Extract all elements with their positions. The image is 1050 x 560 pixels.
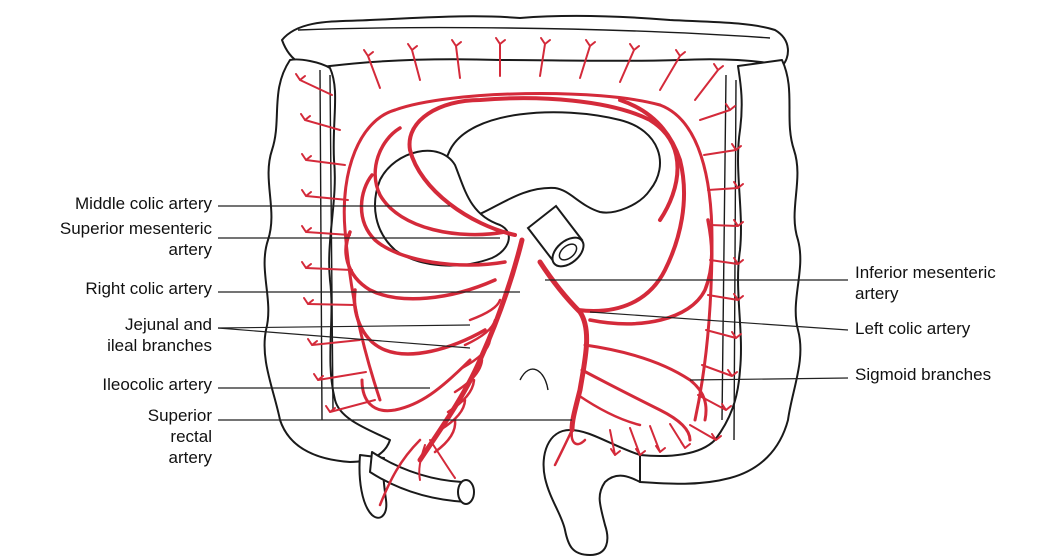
label-jejunal-line1: Jejunal and — [10, 314, 212, 335]
label-right-colic-artery: Right colic artery — [10, 278, 212, 299]
ileum-lumen — [458, 480, 474, 504]
small-intestine-loop — [443, 112, 660, 218]
vasa-recta-20 — [700, 104, 735, 120]
marginal-artery-right — [344, 110, 395, 400]
peritoneal-fold — [520, 369, 548, 390]
label-inferior-mesenteric-line2: artery — [855, 283, 1045, 304]
label-ileocolic-artery: Ileocolic artery — [10, 374, 212, 395]
ileal-terminal-branches — [419, 440, 455, 480]
label-superior-mesenteric-line1: Superior mesenteric — [0, 218, 212, 239]
vasa-recta-33 — [670, 424, 690, 448]
label-middle-colic-artery: Middle colic artery — [10, 193, 212, 214]
label-left-colic-artery: Left colic artery — [855, 318, 1045, 339]
vasa-recta-27 — [702, 365, 737, 376]
vasa-recta-28 — [698, 395, 731, 410]
label-superior-rectal-line2: rectal — [10, 426, 212, 447]
vasa-recta-31 — [630, 428, 645, 455]
vasa-recta-32 — [650, 426, 665, 452]
label-jejunal-line2: ileal branches — [10, 335, 212, 356]
vasa-recta-23 — [710, 220, 743, 226]
sigmoid-colon — [544, 430, 640, 555]
label-superior-mesenteric-line2: artery — [0, 239, 212, 260]
label-superior-mesenteric-artery: Superior mesenteric artery — [0, 218, 212, 260]
ileocolic-lower — [362, 360, 470, 411]
label-jejunal-ileal-branches: Jejunal and ileal branches — [10, 314, 212, 356]
inferior-mesenteric-artery — [540, 262, 587, 430]
label-sigmoid-branches: Sigmoid branches — [855, 364, 1045, 385]
transverse-colon — [282, 16, 788, 67]
vasa-recta-22 — [708, 182, 743, 190]
label-superior-rectal-line3: artery — [10, 447, 212, 468]
label-superior-rectal-artery: Superior rectal artery — [10, 405, 212, 468]
vasa-recta-30 — [610, 430, 620, 455]
vasa-recta-19 — [695, 64, 723, 100]
sigmoid-branch-3 — [578, 395, 640, 425]
label-inferior-mesenteric-line1: Inferior mesenteric — [855, 262, 1045, 283]
aorta-stump — [528, 206, 589, 272]
label-inferior-mesenteric-artery: Inferior mesenteric artery — [855, 262, 1045, 304]
label-superior-rectal-line1: Superior — [10, 405, 212, 426]
